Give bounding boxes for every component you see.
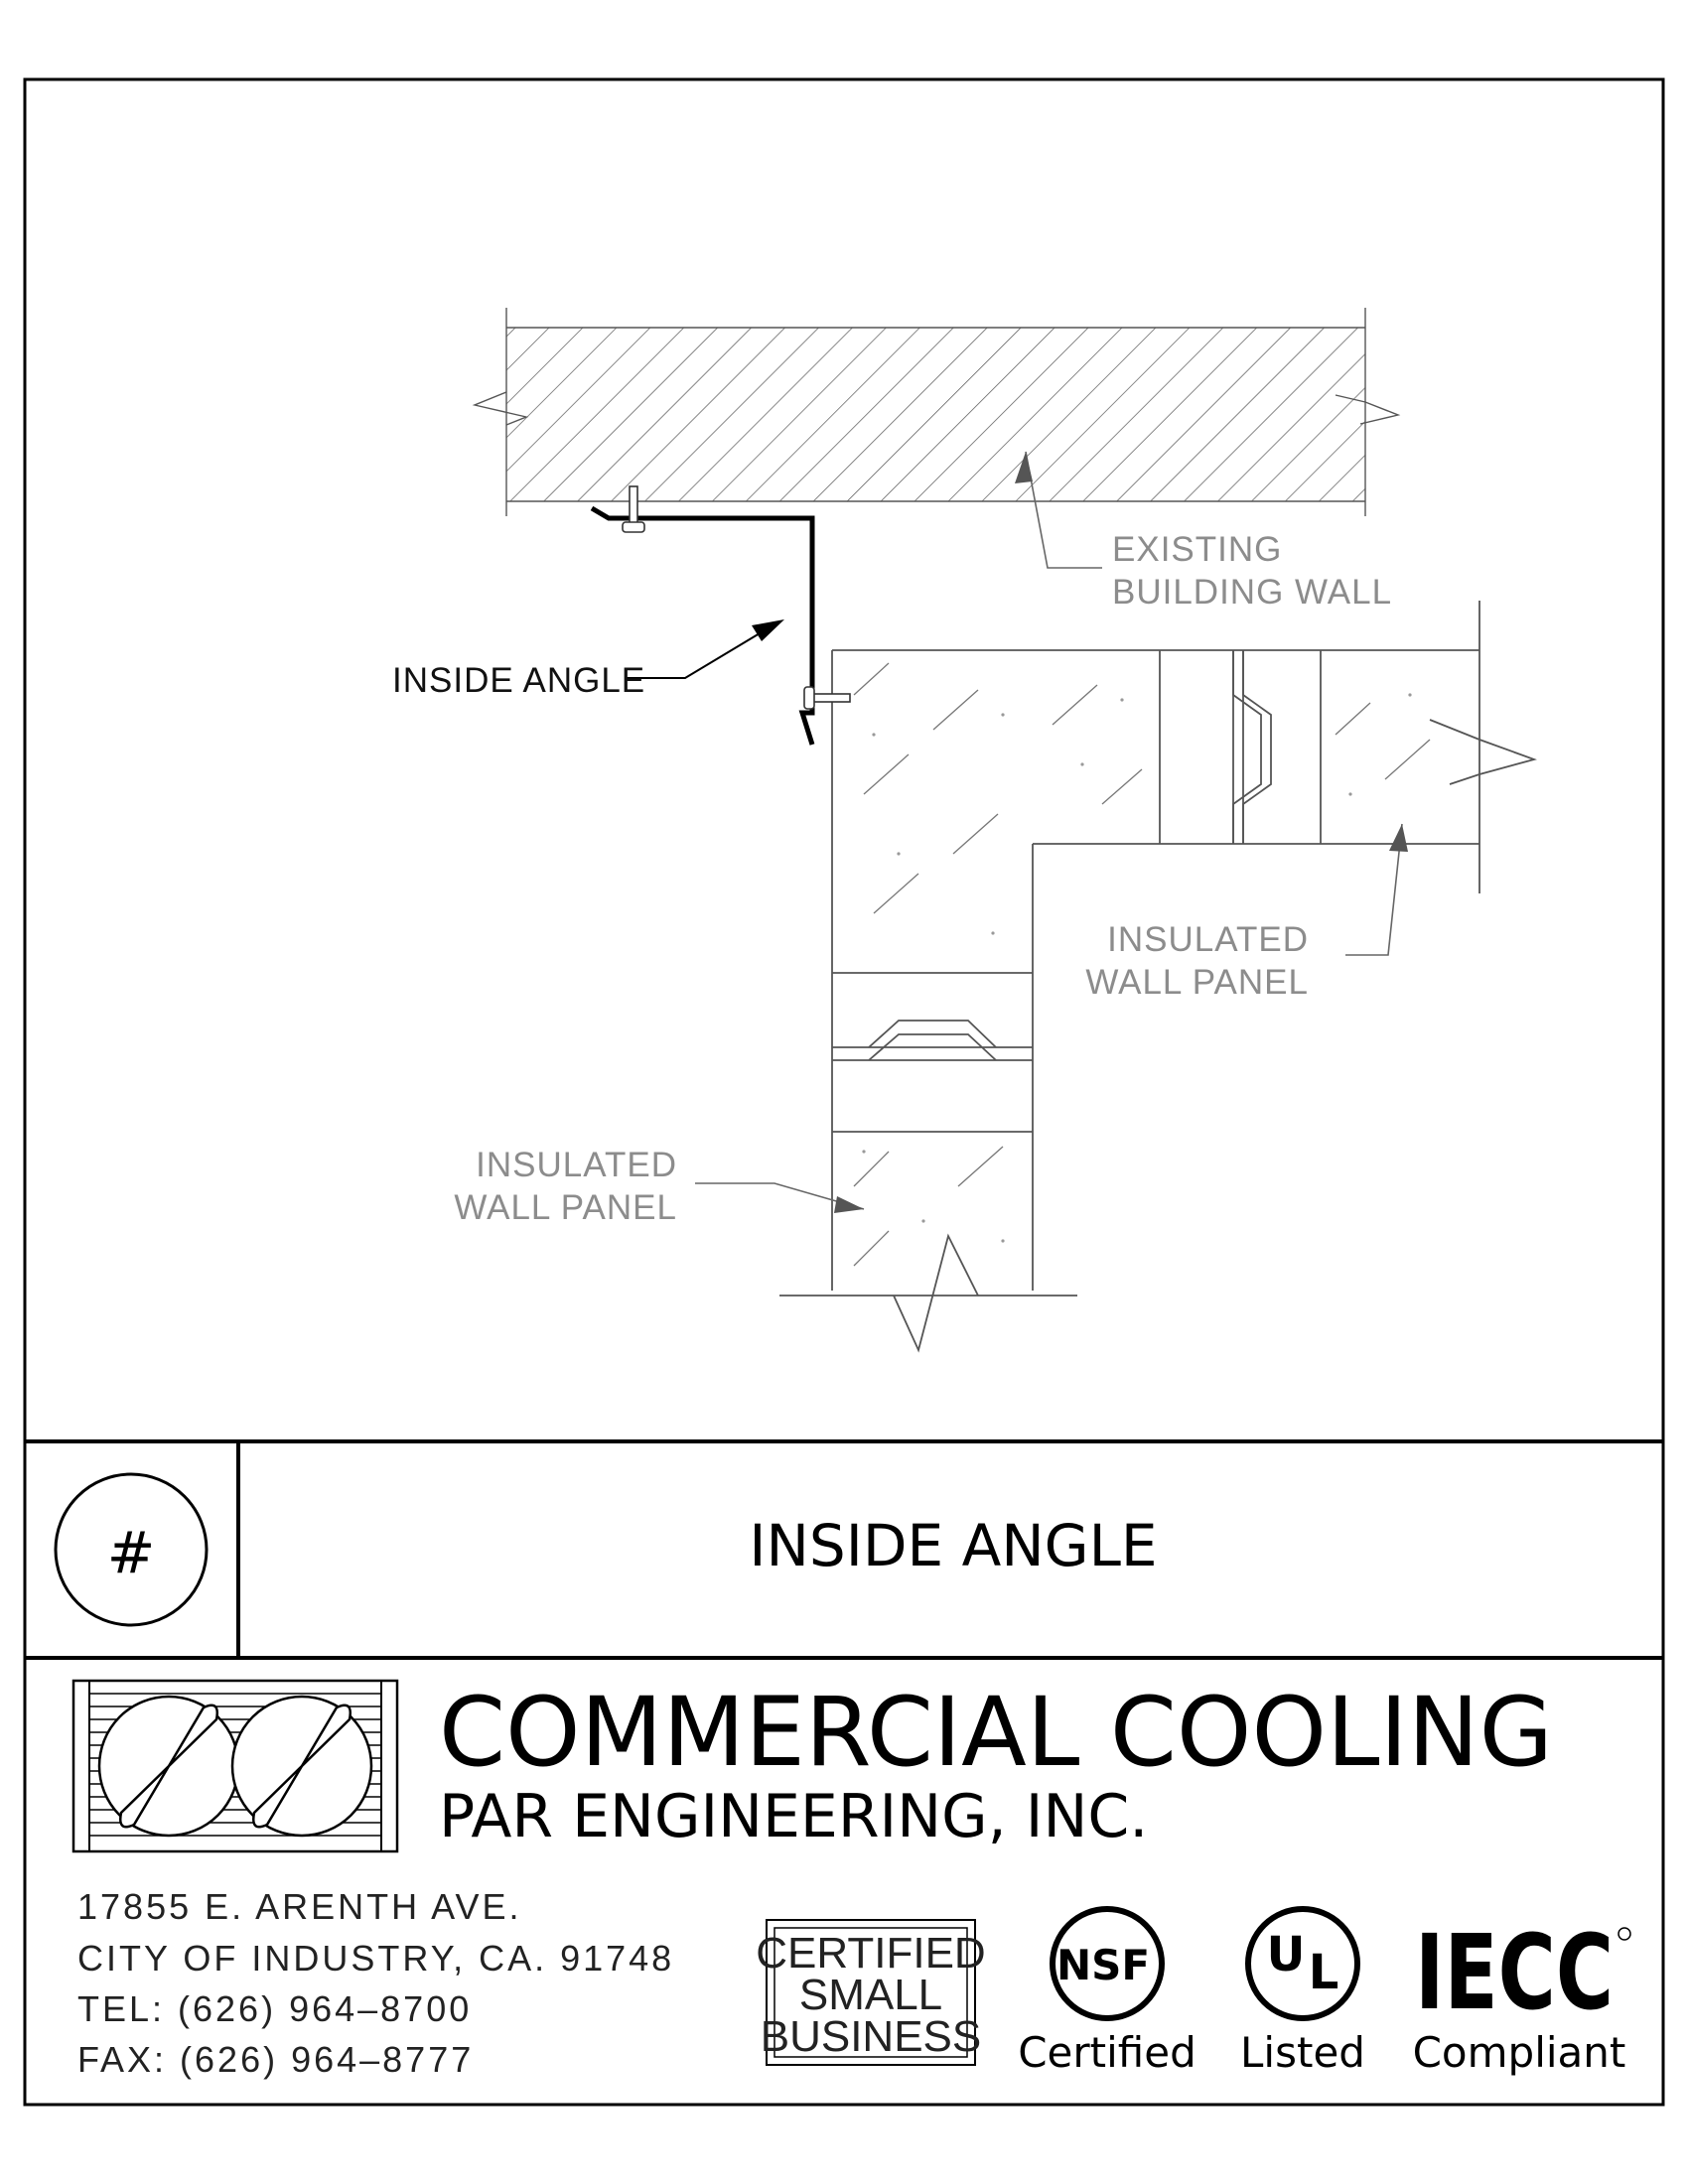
leader-arrowheads — [752, 452, 1408, 1213]
insulated-panel-vertical — [779, 973, 1077, 1353]
svg-text:SMALL: SMALL — [799, 1971, 942, 2019]
fastener-side — [803, 686, 851, 710]
small-business-badge: CERTIFIED SMALL BUSINESS — [756, 1919, 986, 2066]
svg-text:Certified: Certified — [1018, 2028, 1196, 2077]
svg-text:BUSINESS: BUSINESS — [761, 2012, 982, 2061]
detail-title: INSIDE ANGLE — [749, 1512, 1157, 1579]
ul-logo-icon — [1245, 1906, 1360, 2021]
svg-text:Listed: Listed — [1240, 2028, 1365, 2077]
svg-text:L: L — [1309, 1945, 1339, 2000]
label-existing-wall-line1: EXISTING — [1112, 530, 1282, 569]
company-subname: PAR ENGINEERING, INC. — [439, 1782, 1148, 1851]
title-block: # INSIDE ANGLE — [25, 1439, 1663, 1660]
insulation-hatch — [853, 662, 1431, 1267]
ul-listed-badge: U L Listed — [1240, 1906, 1365, 2077]
insulation-dots — [862, 693, 1412, 1243]
label-panel-right-line2: WALL PANEL — [1085, 963, 1309, 1002]
detail-number-bubble — [54, 1472, 209, 1627]
leader-lines — [695, 451, 1403, 1210]
registered-mark-icon — [1618, 1927, 1631, 1941]
svg-text:Compliant: Compliant — [1413, 2028, 1626, 2077]
label-existing-wall-line2: BUILDING WALL — [1112, 573, 1392, 612]
address-line1: 17855 E. ARENTH AVE. — [77, 1886, 522, 1927]
nsf-certified-badge: NSF Certified — [1018, 1906, 1196, 2077]
detail-number: # — [107, 1519, 156, 1586]
insulated-panel-horizontal — [831, 601, 1537, 974]
phone-number: TEL: (626) 964–8700 — [77, 1988, 472, 2029]
label-panel-right-line1: INSULATED — [1107, 920, 1309, 959]
iecc-compliant-badge: IECC Compliant — [1413, 1912, 1631, 2077]
label-panel-bottom-line2: WALL PANEL — [454, 1188, 677, 1227]
company-name: COMMERCIAL COOLING — [439, 1677, 1553, 1788]
label-inside-angle: INSIDE ANGLE — [392, 661, 645, 700]
inside-angle-leader — [626, 626, 771, 679]
svg-text:NSF: NSF — [1056, 1941, 1150, 1989]
svg-text:U: U — [1267, 1927, 1306, 1982]
inside-angle-trim — [590, 505, 815, 746]
label-panel-bottom-line1: INSULATED — [476, 1146, 677, 1184]
company-logo — [71, 1679, 399, 1853]
existing-building-wall — [472, 308, 1401, 516]
detail-drawing: EXISTING BUILDING WALL INSIDE ANGLE INSU… — [392, 308, 1537, 1353]
svg-text:CERTIFIED: CERTIFIED — [756, 1929, 985, 1978]
fastener-top — [622, 485, 645, 533]
svg-text:IECC: IECC — [1415, 1912, 1614, 2033]
nsf-logo-icon — [1050, 1906, 1165, 2021]
fax-number: FAX: (626) 964–8777 — [77, 2039, 474, 2080]
sheet-border — [23, 77, 1665, 2107]
address-line2: CITY OF INDUSTRY, CA. 91748 — [77, 1938, 674, 1979]
